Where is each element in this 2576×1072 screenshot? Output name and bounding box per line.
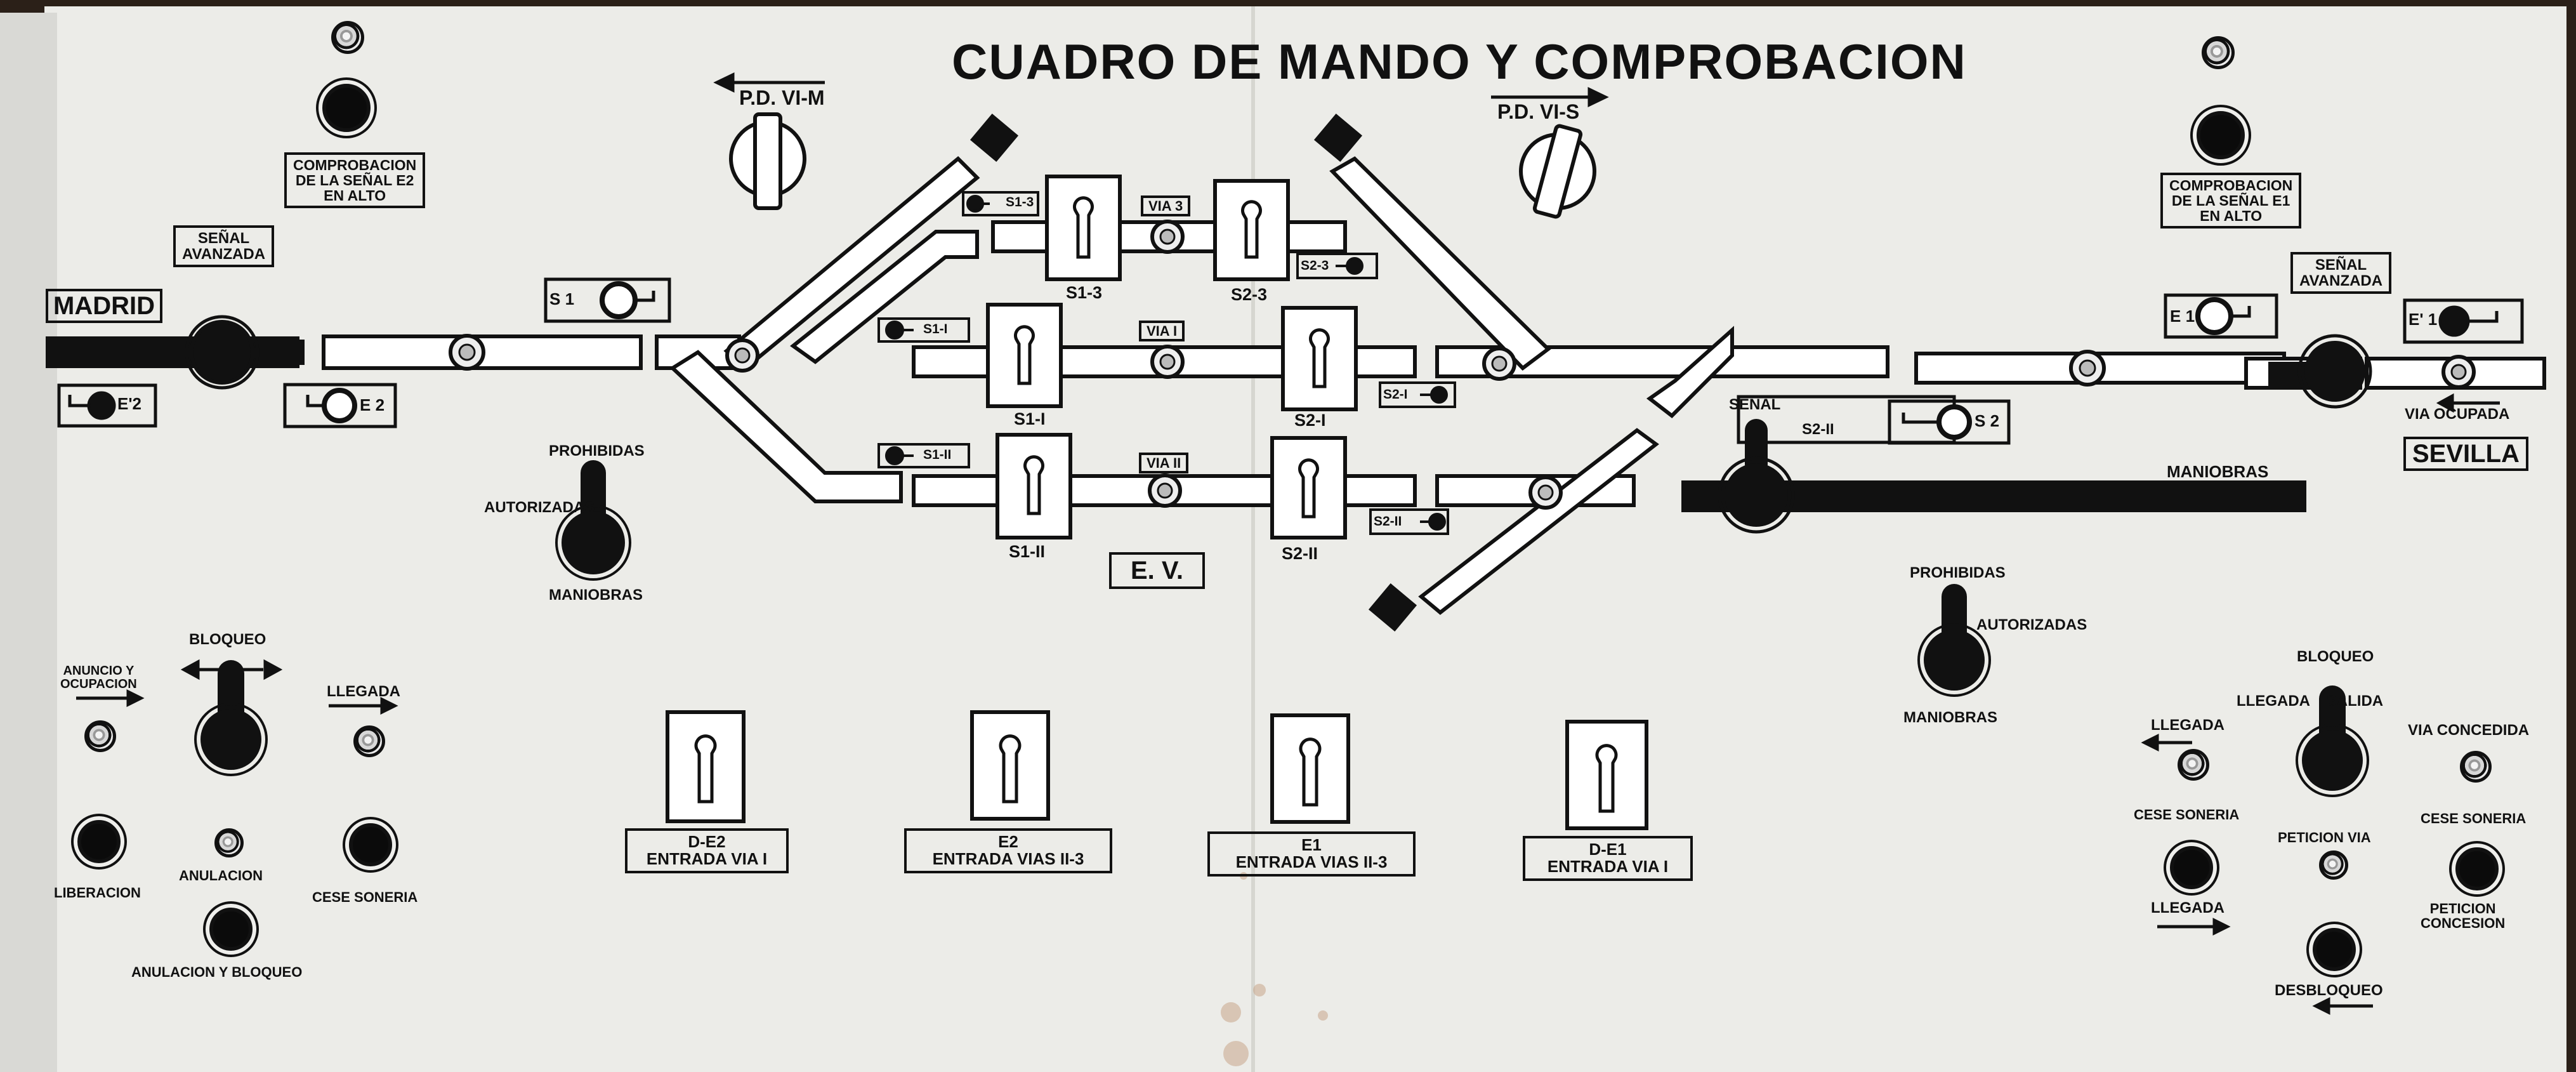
maniobras-lever-right[interactable] [1919, 581, 1989, 701]
peticion-via-lamp [2319, 850, 2348, 880]
signal-e1-label: E 1 [2170, 307, 2195, 326]
block-right-llegada-2: LLEGADA [2151, 899, 2224, 916]
signal-e2-prime-label: E'2 [117, 394, 141, 413]
block-right-llegada-1: LLEGADA [2151, 717, 2224, 734]
llegada-lamp-left [353, 725, 385, 757]
cese-soneria-right-2-label: CESE SONERIA [2421, 811, 2527, 826]
track-via-1-label: VIA I [1139, 321, 1185, 342]
pd-sevilla-label: P.D. VI-S [1497, 100, 1580, 123]
via-ocupada-label: VIA OCUPADA [2405, 406, 2510, 423]
desbloqueo-button[interactable] [2313, 928, 2356, 971]
lever-right-autorizadas: AUTORIZADAS [1976, 616, 2087, 633]
signal-e2-label: E 2 [360, 395, 385, 414]
lock-s2-ii-label: S2-II [1282, 544, 1318, 563]
block-right-via-concedida: VIA CONCEDIDA [2408, 722, 2530, 739]
lever-left-autorizadas: AUTORIZADAS [484, 499, 595, 516]
dwarf-s1-3-label: S1-3 [1006, 195, 1034, 209]
signal-s1-control[interactable] [546, 279, 669, 321]
pd-sevilla-knob[interactable] [1520, 127, 1596, 216]
lever-right-maniobras: MANIOBRAS [1903, 709, 1997, 726]
track-via-3-label: VIA 3 [1141, 195, 1191, 217]
lock-s2-3-label: S2-3 [1231, 285, 1268, 304]
lever-left-prohibidas: PROHIBIDAS [549, 442, 645, 460]
block-right-bloqueo: BLOQUEO [2297, 648, 2374, 665]
senal-s2ii-control[interactable] [1716, 416, 1796, 536]
peticion-via-label: PETICION VIA [2278, 830, 2371, 845]
cese-soneria-right-1-label: CESE SONERIA [2134, 807, 2240, 823]
station-sevilla: SEVILLA [2403, 437, 2528, 471]
indicator-lamp-top-right [2202, 36, 2235, 69]
bloqueo-lever-right[interactable] [2294, 682, 2373, 800]
ev-label: E. V. [1109, 552, 1206, 589]
track-via-2-label: VIA II [1139, 453, 1189, 474]
lock-s1-i-label: S1-I [1014, 409, 1046, 428]
signal-e1-control[interactable] [2165, 295, 2277, 337]
anuncio-ocupacion-lamp [84, 720, 116, 752]
cese-soneria-left-button[interactable] [349, 823, 392, 866]
lock-s1-ii-label: S1-II [1009, 542, 1046, 561]
signal-e2-control[interactable] [285, 385, 395, 427]
comprobacion-e2-lamp[interactable] [322, 84, 371, 132]
cese-soneria-right-2-button[interactable] [2455, 847, 2499, 890]
signal-e1-prime-label: E' 1 [2408, 310, 2438, 329]
signal-s2-label: S 2 [1975, 411, 2000, 430]
maniobras-lever-left[interactable] [558, 457, 628, 584]
anulacion-bloqueo-label: ANULACION Y BLOQUEO [131, 964, 303, 980]
bloqueo-lever-left[interactable] [190, 657, 273, 778]
via-concedida-lamp [2460, 751, 2492, 783]
comprobacion-e1-lamp[interactable] [2197, 111, 2245, 159]
panel-title: CUADRO DE MANDO Y COMPROBACION [952, 34, 1967, 89]
cese-soneria-left-label: CESE SONERIA [312, 889, 418, 905]
lock-s2-i-label: S2-I [1294, 411, 1326, 430]
dwarf-s1-i-label: S1-I [923, 322, 948, 336]
key-lock-e2[interactable] [972, 712, 1048, 819]
pd-madrid-knob[interactable] [730, 114, 806, 209]
lever-right-prohibidas: PROHIBIDAS [1910, 564, 2006, 581]
indicator-lamp-top-left [331, 21, 364, 54]
pd-madrid-label: P.D. VI-M [739, 86, 825, 109]
station-madrid: MADRID [46, 289, 162, 323]
key-lock-de1[interactable] [1567, 722, 1646, 828]
signal-s1-label: S 1 [549, 289, 575, 308]
signal-s2-control[interactable] [1889, 401, 2009, 443]
liberacion-label: LIBERACION [54, 885, 141, 901]
anulacion-lamp [214, 828, 244, 857]
senal-s2ii-label: S2-II [1802, 421, 1834, 438]
lever-left-maniobras: MANIOBRAS [549, 586, 643, 604]
dwarf-s2-ii-label: S2-II [1374, 514, 1402, 529]
senal-s2ii-title: SEÑAL [1729, 396, 1781, 413]
cese-soneria-right-1-button[interactable] [2170, 846, 2213, 889]
liberacion-button[interactable] [77, 820, 121, 863]
block-left-bloqueo: BLOQUEO [189, 631, 266, 648]
maniobras-track-label: MANIOBRAS [2167, 462, 2269, 481]
lock-s1-3-label: S1-3 [1066, 283, 1103, 302]
anulacion-bloqueo-button[interactable] [209, 908, 253, 951]
block-right-llegada-salida: LLEGADA SALIDA [2237, 692, 2384, 710]
desbloqueo-label: DESBLOQUEO [2275, 982, 2383, 999]
key-lock-e1[interactable] [1272, 715, 1348, 822]
anulacion-label: ANULACION [179, 868, 263, 883]
dwarf-s2-i-label: S2-I [1383, 387, 1408, 402]
block-left-llegada: LLEGADA [327, 683, 400, 700]
dwarf-s2-3-label: S2-3 [1301, 258, 1329, 273]
dwarf-s1-ii-label: S1-II [923, 447, 952, 462]
key-lock-de2[interactable] [667, 712, 744, 821]
llegada-lamp-right [2178, 749, 2209, 781]
